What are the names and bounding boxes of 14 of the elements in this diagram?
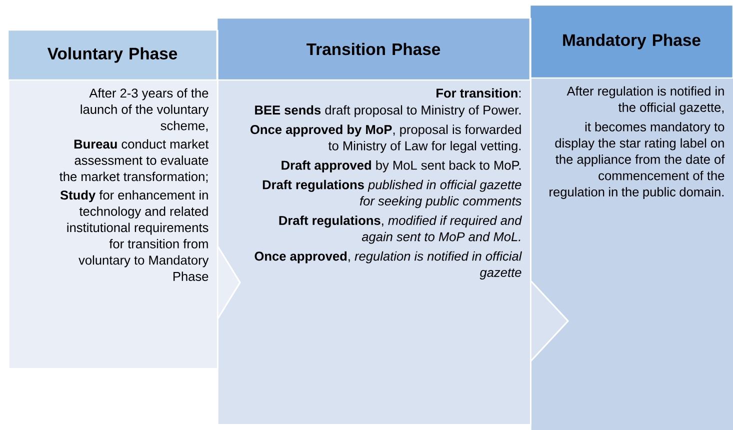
phase-heading: Transition Phase [306,42,440,56]
paragraph: For transition: [436,88,521,98]
paragraph: Study for enhancement in technology and related institutional requirements for transition from voluntary to Mandatory Phase [60,190,209,281]
paragraph: it becomes mandatory to display the star rating label on the appliance from the date of commencement of the regulation in the public domain. [550,122,725,199]
paragraph: BEE sends draft proposal to Ministry of Power. [255,105,521,118]
phase-column [529,4,733,430]
phase-heading: Voluntary Phase [47,47,178,63]
paragraph: Draft approved by MoL sent back to MoP. [282,160,521,172]
phase-column [7,29,241,370]
paragraph: Draft regulations, modified if required and again sent to MoP and MoL. [279,216,522,244]
paragraph: Bureau conduct market assessment to evaluate the market transformation; [60,139,209,183]
paragraph: Once approved, regulation is notified in official gazette [254,251,522,280]
paragraph: Once approved by MoP, proposal is forwarded to Ministry of Law for legal vetting. [250,124,521,153]
phase-heading: Mandatory Phase [563,34,700,50]
